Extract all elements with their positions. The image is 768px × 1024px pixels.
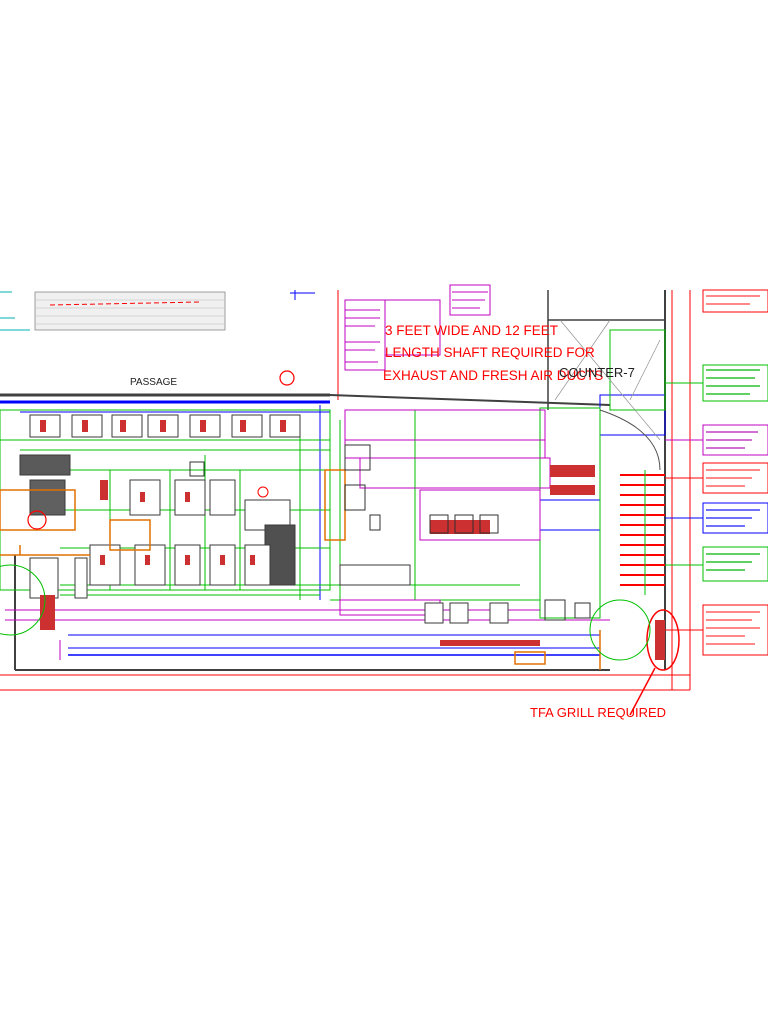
- shaft-note-line3: EXHAUST AND FRESH AIR DUCTS: [383, 368, 603, 383]
- circular-fixtures: [0, 409, 661, 661]
- staircase: [620, 470, 665, 595]
- red-boundary-lines: [0, 290, 691, 691]
- top-left-hatched-block: [34, 291, 226, 331]
- right-annotation-clutter: [706, 295, 760, 645]
- red-markup-circles: [27, 370, 680, 716]
- left-cyan-corner: [0, 291, 30, 331]
- drawing-annotations: 3 FEET WIDE AND 12 FEET LENGTH SHAFT REQ…: [130, 323, 666, 720]
- hvac-green-ducts: [0, 329, 666, 619]
- counter-label: COUNTER-7: [559, 365, 635, 380]
- passage-label: PASSAGE: [130, 377, 177, 388]
- counter-diagonals: [554, 319, 661, 441]
- shaft-note-line1: 3 FEET WIDE AND 12 FEET: [385, 323, 558, 338]
- top-note-boxes: [345, 291, 488, 363]
- hvac-blue-ducts: [0, 290, 666, 656]
- right-annotation-boxes: [665, 289, 768, 656]
- equipment-orange: [0, 469, 601, 670]
- shaft-note-line2: LENGTH SHAFT REQUIRED FOR: [385, 345, 595, 360]
- kitchen-equipment-boxes: [189, 444, 591, 621]
- restaurant-seating: [19, 414, 509, 624]
- seat-red-accents: [40, 420, 665, 660]
- kitchen-fixtures-magenta: [5, 284, 610, 660]
- tfa-grill-label: TFA GRILL REQUIRED: [530, 705, 666, 720]
